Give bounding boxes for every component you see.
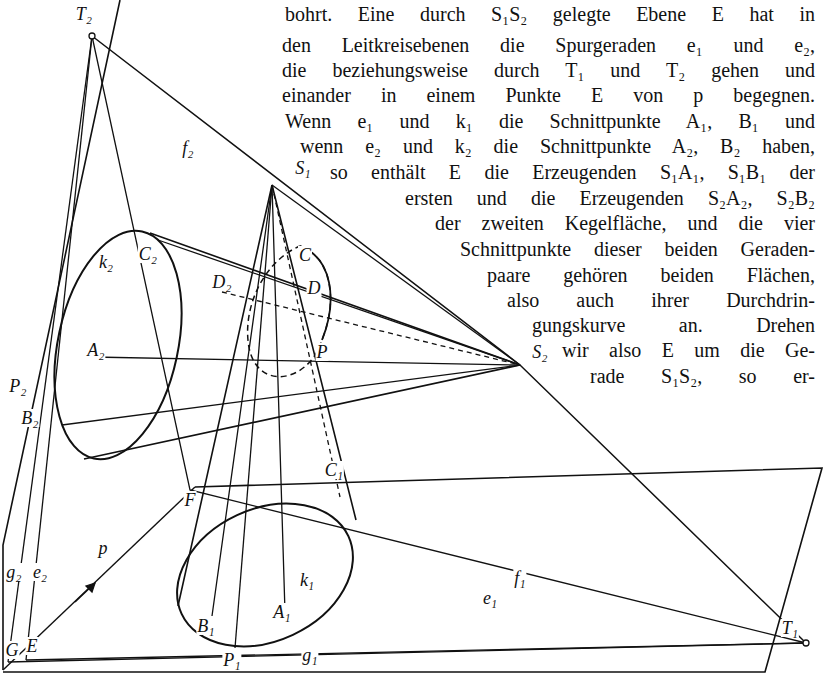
text-line: Wenn e₁ und k₁ die Schnittpunkte A₁, B₁ … bbox=[285, 109, 815, 133]
point-label: g₁ bbox=[301, 646, 318, 664]
text-line: so enthält E die Erzeugenden S₁A₁, S₁B₁ … bbox=[330, 160, 815, 184]
point-label: C₁ bbox=[324, 461, 344, 479]
text-line: die beziehungsweise durch T₁ und T₂ gehe… bbox=[282, 58, 815, 82]
text-line: bohrt. Eine durch S₁S₂ gelegte Ebene E h… bbox=[285, 2, 815, 26]
point-label: D bbox=[307, 279, 322, 297]
text-line: also auch ihrer Durchdrin- bbox=[507, 288, 815, 312]
point-label: A₂ bbox=[86, 341, 105, 359]
point-label: T₂ bbox=[75, 5, 93, 23]
text-line: ersten und die Erzeugenden S₂A₂, S₂B₂ bbox=[405, 186, 815, 210]
point-label: P₂ bbox=[8, 377, 27, 395]
point-label: f₁ bbox=[513, 569, 526, 587]
point-label: P₁ bbox=[222, 651, 241, 669]
point-label: f₂ bbox=[181, 139, 194, 157]
text-line: rade S₁S₂, so er- bbox=[590, 364, 815, 388]
point-label: e₁ bbox=[482, 589, 498, 607]
point-label: k₁ bbox=[299, 571, 315, 589]
point-label: F bbox=[184, 491, 197, 509]
text-line: wenn e₂ und k₂ die Schnittpunkte A₂, B₂ … bbox=[300, 134, 815, 158]
point-label: C bbox=[298, 246, 312, 264]
point-label: D₂ bbox=[211, 273, 232, 291]
point-label: A₁ bbox=[272, 603, 291, 621]
point-label: E bbox=[26, 637, 39, 655]
text-line: gungskurve an. Drehen bbox=[532, 313, 815, 337]
text-line: paare gehören beiden Flächen, bbox=[487, 263, 815, 287]
point-label: e₂ bbox=[32, 563, 48, 581]
point-label: B₂ bbox=[20, 409, 39, 427]
point-label: p bbox=[98, 539, 109, 557]
text-line: wir also E um die Ge- bbox=[562, 338, 815, 362]
point-label: k₂ bbox=[98, 253, 114, 271]
text-line: einander in einem Punkte E von p begegne… bbox=[282, 83, 815, 107]
point-label: S₁ bbox=[294, 159, 311, 177]
point-label: B₁ bbox=[196, 617, 215, 635]
text-line: der zweiten Kegelfläche, und die vier bbox=[435, 211, 815, 235]
text-line: den Leitkreisebenen die Spurgeraden e₁ u… bbox=[282, 33, 815, 57]
point-label: C₂ bbox=[138, 245, 158, 263]
point-label: G bbox=[5, 641, 20, 659]
point-label: P bbox=[316, 343, 329, 361]
point-label: S₂ bbox=[531, 343, 548, 361]
point-label: T₁ bbox=[781, 619, 799, 637]
point-label: g₂ bbox=[5, 563, 22, 581]
text-line: Schnittpunkte dieser beiden Geraden- bbox=[460, 237, 815, 261]
